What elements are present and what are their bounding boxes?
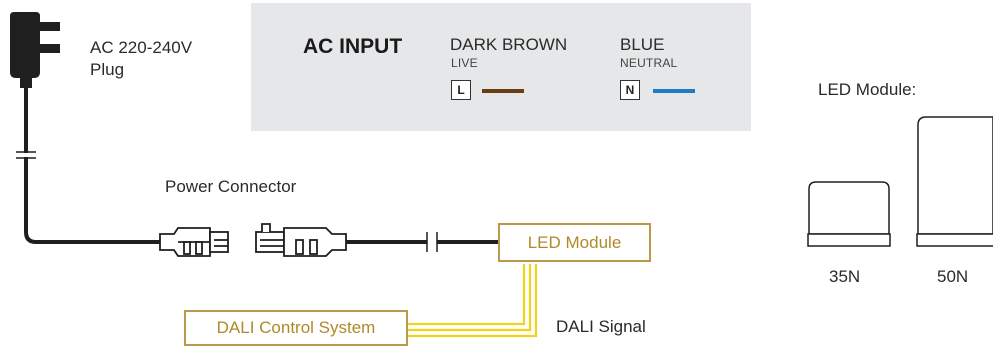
live-wire-name: DARK BROWN [450, 35, 568, 54]
dali-signal-wires [407, 264, 538, 338]
dali-signal-label: DALI Signal [556, 317, 646, 336]
connector-plug-icon [159, 227, 229, 257]
led-module-35n-icon [807, 181, 891, 247]
led-module-title: LED Module: [818, 80, 917, 99]
cable-break-vertical [16, 151, 36, 159]
neutral-wire-sub: NEUTRAL [620, 56, 678, 70]
live-terminal: L [451, 80, 471, 100]
ac-input-panel [251, 3, 751, 131]
live-wire-sub: LIVE [451, 56, 478, 70]
live-wire-swatch [482, 89, 524, 93]
neutral-wire-swatch [653, 89, 695, 93]
ac-input-title: AC INPUT [303, 35, 403, 58]
led-module-box: LED Module [498, 223, 651, 262]
neutral-terminal: N [620, 80, 640, 100]
plug-label: AC 220-240V Plug [90, 37, 192, 81]
plug-voltage: AC 220-240V [90, 38, 193, 57]
size-label-50n: 50N [937, 267, 969, 286]
led-module-50n-icon [916, 116, 993, 247]
plug-icon [10, 12, 60, 88]
neutral-wire-name: BLUE [620, 35, 665, 54]
connector-socket-icon [255, 223, 347, 257]
dali-control-box: DALI Control System [184, 310, 408, 346]
power-cable [24, 88, 160, 244]
power-connector-label: Power Connector [165, 177, 297, 196]
plug-type: Plug [90, 60, 125, 79]
cable-break-horizontal [426, 232, 438, 252]
size-label-35n: 35N [829, 267, 861, 286]
